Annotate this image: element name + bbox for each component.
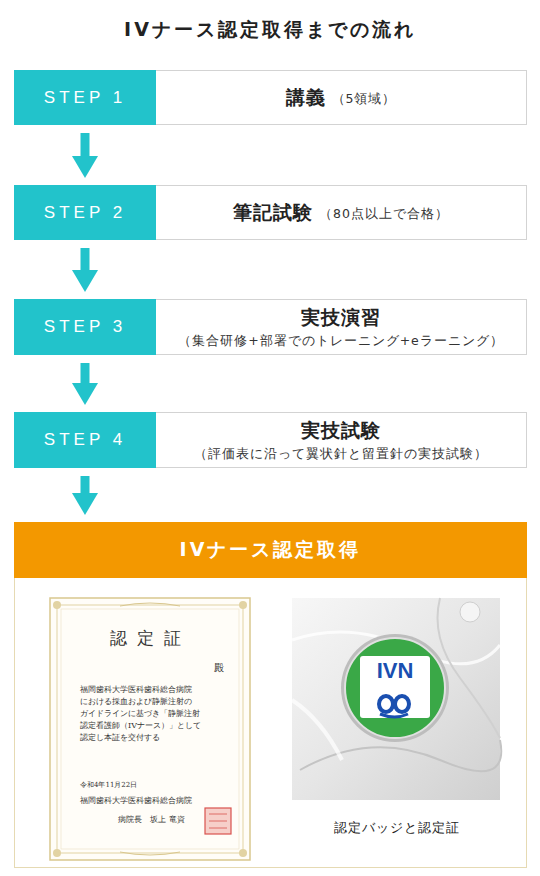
flow-arrow	[81, 476, 90, 493]
certificate-date: 令和4年11月22日	[80, 780, 200, 791]
certificate-text: 殿	[214, 660, 238, 675]
flow-arrow	[81, 133, 90, 156]
flow-arrow	[81, 248, 90, 270]
node-heading: IVナース認定取得	[14, 522, 527, 578]
certificate-text: 福岡歯科大学医科歯科総合病院	[80, 795, 230, 807]
node-note: （集合研修+部署でのトレーニング+eラーニング）	[178, 333, 504, 350]
node-heading: STEP 1	[44, 88, 126, 108]
node-note: （5領域）	[332, 91, 397, 108]
process-box: 実技演習 （集合研修+部署でのトレーニング+eラーニング）	[156, 299, 527, 355]
result-panel: IVナース認定取得認定バッジと認定証	[14, 522, 527, 868]
certificate-heading: 認定証	[50, 626, 250, 652]
node-note: （80点以上で合格）	[319, 206, 449, 223]
step-badge: STEP 1	[14, 70, 156, 125]
process-box: 実技試験 （評価表に沿って翼状針と留置針の実技試験）	[156, 412, 527, 468]
process-box: 筆記試験 （80点以上で合格）	[156, 185, 527, 240]
certificate-signature: 病院長 坂上 竜資	[118, 814, 218, 826]
badge-photo	[292, 598, 501, 800]
node-heading: STEP 3	[44, 317, 126, 337]
certificate-text: 福岡歯科大学医科歯科総合病院 における採血および静脈注射の ガイドラインに基づき…	[80, 684, 236, 744]
node-heading: STEP 2	[44, 203, 126, 223]
node-heading: 筆記試験	[233, 200, 313, 226]
step-badge: STEP 3	[14, 299, 156, 355]
node-heading: STEP 4	[44, 430, 126, 450]
step-badge: STEP 4	[14, 412, 156, 468]
flow-arrow	[81, 363, 90, 383]
node-note: 認定バッジと認定証	[281, 819, 513, 837]
node-heading: 実技試験	[301, 418, 381, 444]
node-heading: 実技演習	[301, 305, 381, 331]
step-badge: STEP 2	[14, 185, 156, 240]
node-heading: 講義	[286, 85, 326, 111]
process-box: 講義 （5領域）	[156, 70, 527, 125]
node-note: （評価表に沿って翼状針と留置針の実技試験）	[194, 446, 488, 463]
badge-text: IVN	[360, 658, 430, 684]
page-title: IVナース認定取得までの流れ	[0, 17, 540, 43]
certificate-frame	[50, 598, 250, 860]
